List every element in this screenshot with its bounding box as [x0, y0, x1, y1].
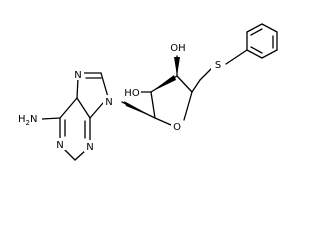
amine-subscript: 2 — [26, 119, 30, 127]
molecule-structure-canvas: S OH HO O N N N N H2N — [16, 23, 278, 161]
atom-label-layer: S OH HO O N N N N H2N — [16, 41, 225, 153]
c2-c3-wedge — [151, 75, 176, 92]
n9-label: N — [105, 97, 112, 108]
phenyl-double-bond — [250, 46, 263, 54]
phenyl-s-bond — [225, 49, 248, 65]
o-c4-bond — [183, 91, 193, 121]
c4-c3-bond — [176, 75, 193, 93]
c6-nh2-bond — [41, 117, 61, 120]
ch2-c4-bond — [191, 79, 201, 93]
c3-oh-wedge — [174, 57, 180, 76]
hydroxyl-3-label: OH — [170, 43, 185, 54]
amine-h: H — [18, 114, 26, 125]
n9-c8-bond — [100, 72, 109, 98]
c5-c4-bond — [76, 97, 91, 119]
c4-n9-bond — [89, 102, 104, 119]
amine-n: N — [30, 114, 37, 125]
phenyl-bond — [261, 49, 278, 59]
s-ch2-bond — [199, 67, 213, 81]
ring-oxygen-label: O — [173, 122, 181, 133]
n1-label: N — [56, 140, 63, 151]
n7-c5-bond — [76, 77, 79, 99]
sulfur-label: S — [215, 60, 221, 71]
n7-label: N — [74, 70, 81, 81]
c1-o-bond — [154, 117, 172, 126]
n3-label: N — [86, 142, 93, 153]
phenyl-bond — [261, 23, 278, 33]
molecule-structure-diagram: S OH HO O N N N N H2N — [16, 23, 278, 161]
c2-c1-bond — [150, 91, 156, 119]
amine-label: H2N — [18, 114, 37, 127]
phenyl-bond — [246, 23, 263, 33]
phenyl-double-bond — [250, 28, 263, 36]
bond-layer — [41, 23, 278, 161]
phenyl-bond — [246, 49, 263, 59]
hydroxyl-2-label: HO — [124, 88, 140, 99]
c1-n9-wedge — [124, 101, 155, 118]
stereo-wedge-layer — [124, 57, 180, 118]
c5-c6-bond — [59, 97, 78, 119]
